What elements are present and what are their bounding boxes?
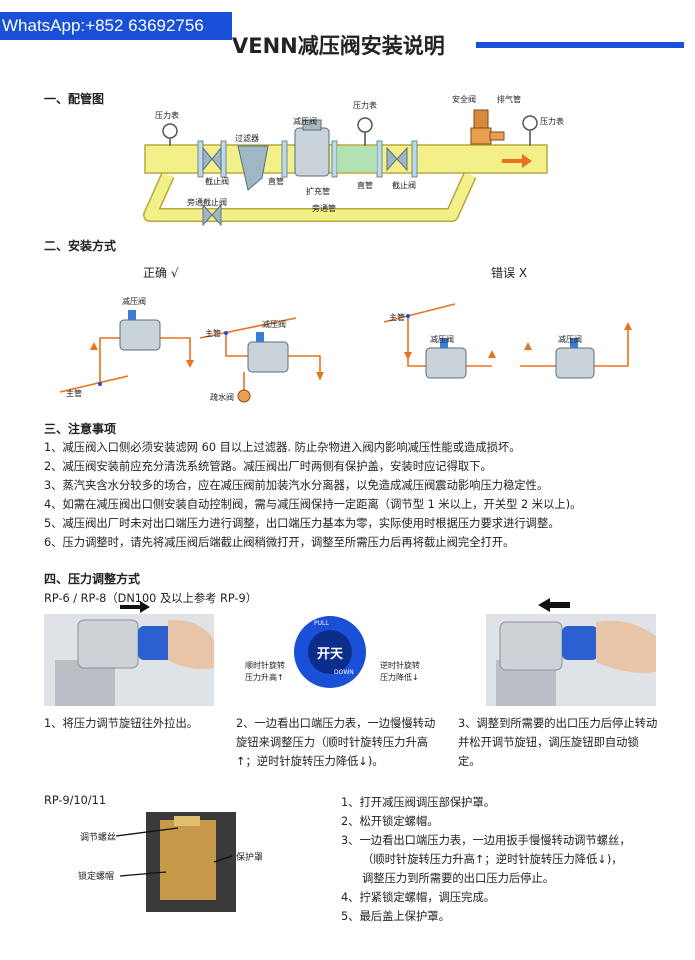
- page-title: VENN减压阀安装说明: [232, 34, 445, 58]
- label-main-b: 主管: [205, 329, 221, 338]
- rp9-step: （顺时针旋转压力升高↑；逆时针旋转压力降低↓)，: [362, 853, 623, 866]
- section-3-heading: 三、注意事项: [44, 422, 117, 436]
- label-lock-nut: 锁定螺帽: [78, 872, 115, 882]
- knob-center-text: 开天: [317, 647, 344, 662]
- note-item: 3、蒸汽夹含水分较多的场合，应在减压阀前加装汽水分离器，以免造成减压阀震动影响压…: [44, 479, 549, 492]
- section-2-heading: 二、安装方式: [44, 239, 117, 253]
- knob-down-text: DOWN: [334, 669, 354, 676]
- label-gauge-2: 压力表: [353, 101, 377, 110]
- label-wrong: 错误 X: [491, 266, 528, 280]
- step-1-text: 1、将压力调节旋钮往外拉出。: [44, 717, 199, 730]
- note-item: 4、如需在减压阀出口侧安装自动控制阀，需与减压阀保持一定距离（调节型 1 米以上…: [44, 498, 582, 511]
- label-main-a: 主管: [66, 389, 82, 398]
- rp9-step: 调整压力到所需要的出口压力后停止。: [362, 872, 555, 885]
- label-stop-valve-1: 截止阀: [205, 177, 229, 186]
- knob-ccw-line1: 逆时针旋转: [380, 661, 420, 670]
- label-correct: 正确 √: [143, 266, 179, 280]
- knob-pull-text: PULL: [314, 620, 329, 627]
- label-prv-b: 减压阀: [262, 320, 286, 329]
- label-prv-a: 减压阀: [122, 297, 146, 306]
- label-prv-c: 减压阀: [430, 335, 454, 344]
- label-straight-pipe-2: 直管: [357, 181, 373, 190]
- label-adjust-screw: 调节螺丝: [80, 833, 117, 843]
- label-bypass-stop-valve: 旁通截止阀: [187, 198, 227, 207]
- knob-cw-line1: 顺时针旋转: [245, 661, 285, 670]
- watermark: WhatsApp:+852 63692756: [0, 12, 232, 40]
- rp9-step: 1、打开减压阀调压部保护罩。: [341, 796, 496, 809]
- label-safety-valve: 安全阀: [452, 95, 476, 104]
- knob-cw-line2: 压力升高↑: [245, 673, 284, 682]
- step-2-text: 2、一边看出口端压力表，一边慢慢转动旋钮来调整压力（顺时针旋转压力升高↑；逆时针…: [236, 717, 436, 768]
- rp9-step: 4、拧紧锁定螺帽，调压完成。: [341, 891, 496, 904]
- label-protective-cap: 保护罩: [236, 853, 264, 863]
- note-item: 6、压力调整时，请先将减压阀后端截止阀稍微打开，调整至所需压力后再将截止阀完全打…: [44, 536, 515, 549]
- label-gauge-1: 压力表: [155, 111, 179, 120]
- label-exhaust-pipe: 排气管: [497, 95, 521, 104]
- note-item: 5、减压阀出厂时未对出口端压力进行调整，出口端压力基本为零，实际使用时根据压力要…: [44, 517, 560, 530]
- title-bar: [476, 42, 684, 48]
- note-item: 2、减压阀安装前应充分清洗系统管路。减压阀出厂时两侧有保护盖，安装时应记得取下。: [44, 460, 492, 473]
- label-bypass-pipe: 旁通管: [312, 204, 336, 213]
- label-main-c: 主管: [389, 313, 405, 322]
- section-1-heading: 一、配管图: [44, 92, 105, 106]
- label-drain-valve: 疏水阀: [210, 393, 234, 402]
- model-a-label: RP-6 / RP-8（DN100 及以上参考 RP-9）: [44, 592, 257, 605]
- label-straight-pipe-1: 直管: [268, 177, 284, 186]
- rp9-step: 3、一边看出口端压力表，一边用扳手慢慢转动调节螺丝，: [341, 834, 631, 847]
- rp9-step: 2、松开锁定螺帽。: [341, 815, 439, 828]
- section-4-heading: 四、压力调整方式: [44, 572, 141, 586]
- label-filter: 过滤器: [235, 134, 259, 143]
- step-3-text: 3、调整到所需要的出口压力后停止转动并松开调节旋钮，调压旋钮即自动锁定。: [458, 717, 658, 768]
- rp9-step: 5、最后盖上保护罩。: [341, 910, 450, 923]
- note-item: 1、减压阀入口侧必须安装滤网 60 目以上过滤器. 防止杂物进入阀内影响减压性能…: [44, 441, 521, 454]
- label-prv-d: 减压阀: [558, 335, 582, 344]
- knob-ccw-line2: 压力降低↓: [380, 673, 419, 682]
- label-stop-valve-2: 截止阀: [392, 181, 416, 190]
- label-gauge-3: 压力表: [540, 117, 564, 126]
- label-expansion-pipe: 扩充管: [306, 187, 330, 196]
- label-prv: 减压阀: [293, 117, 317, 126]
- model-b-label: RP-9/10/11: [44, 794, 107, 807]
